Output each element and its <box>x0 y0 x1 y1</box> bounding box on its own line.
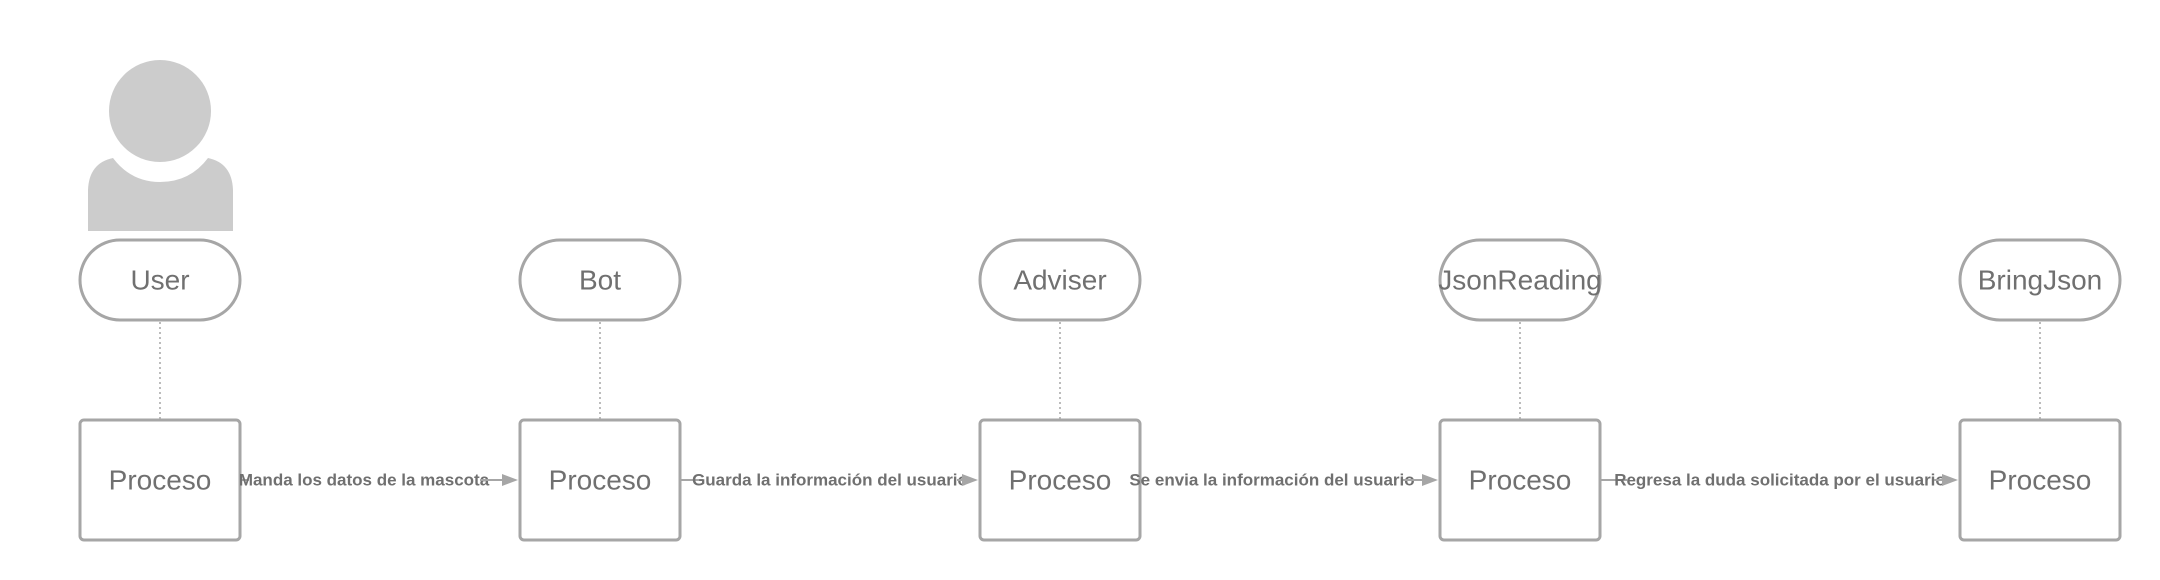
process-box-2: Proceso <box>518 418 682 542</box>
message-3-label: Se envia la información del usuario <box>1129 471 1414 490</box>
arrow-head-icon <box>962 474 978 486</box>
message-1-label: Manda los datos de la mascota <box>239 471 490 490</box>
lifeline-bot-header <box>518 238 682 322</box>
lifeline-bringjson: BringJson <box>1958 238 2122 420</box>
lifeline-bot-label: Bot <box>579 265 621 296</box>
message-1: Manda los datos de la mascota <box>239 471 518 490</box>
process-label: Proceso <box>1009 465 1112 496</box>
process-label: Proceso <box>1469 465 1572 496</box>
lifeline-adviser-header <box>978 238 1142 322</box>
lifeline-jsonreading: JsonReading <box>1438 238 1602 420</box>
arrow-head-icon <box>502 474 518 486</box>
lifeline-adviser-label: Adviser <box>1013 265 1106 296</box>
message-2: Guarda la información del usuario <box>681 471 978 490</box>
process-box-1: Proceso <box>78 418 242 542</box>
process-label: Proceso <box>1989 465 2092 496</box>
lifeline-user-label: User <box>130 265 189 296</box>
process-label: Proceso <box>549 465 652 496</box>
lifeline-user: User <box>78 238 242 420</box>
message-4-label: Regresa la duda solicitada por el usuari… <box>1614 471 1946 490</box>
process-label: Proceso <box>109 465 212 496</box>
user-icon <box>88 60 233 231</box>
lifeline-bot: Bot <box>518 238 682 420</box>
lifeline-user-header <box>78 238 242 322</box>
lifeline-jsonreading-header <box>1438 238 1602 322</box>
process-box-4: Proceso <box>1438 418 1602 542</box>
process-box-5: Proceso <box>1958 418 2122 542</box>
lifeline-bringjson-header <box>1958 238 2122 322</box>
arrow-head-icon <box>1422 474 1438 486</box>
lifeline-adviser: Adviser <box>978 238 1142 420</box>
lifeline-bringjson-label: BringJson <box>1978 265 2103 296</box>
message-3: Se envia la información del usuario <box>1129 471 1438 490</box>
message-2-label: Guarda la información del usuario <box>692 471 968 490</box>
message-4: Regresa la duda solicitada por el usuari… <box>1601 471 1958 490</box>
process-box-3: Proceso <box>978 418 1142 542</box>
arrow-head-icon <box>1942 474 1958 486</box>
lifeline-jsonreading-label: JsonReading <box>1438 265 1601 296</box>
